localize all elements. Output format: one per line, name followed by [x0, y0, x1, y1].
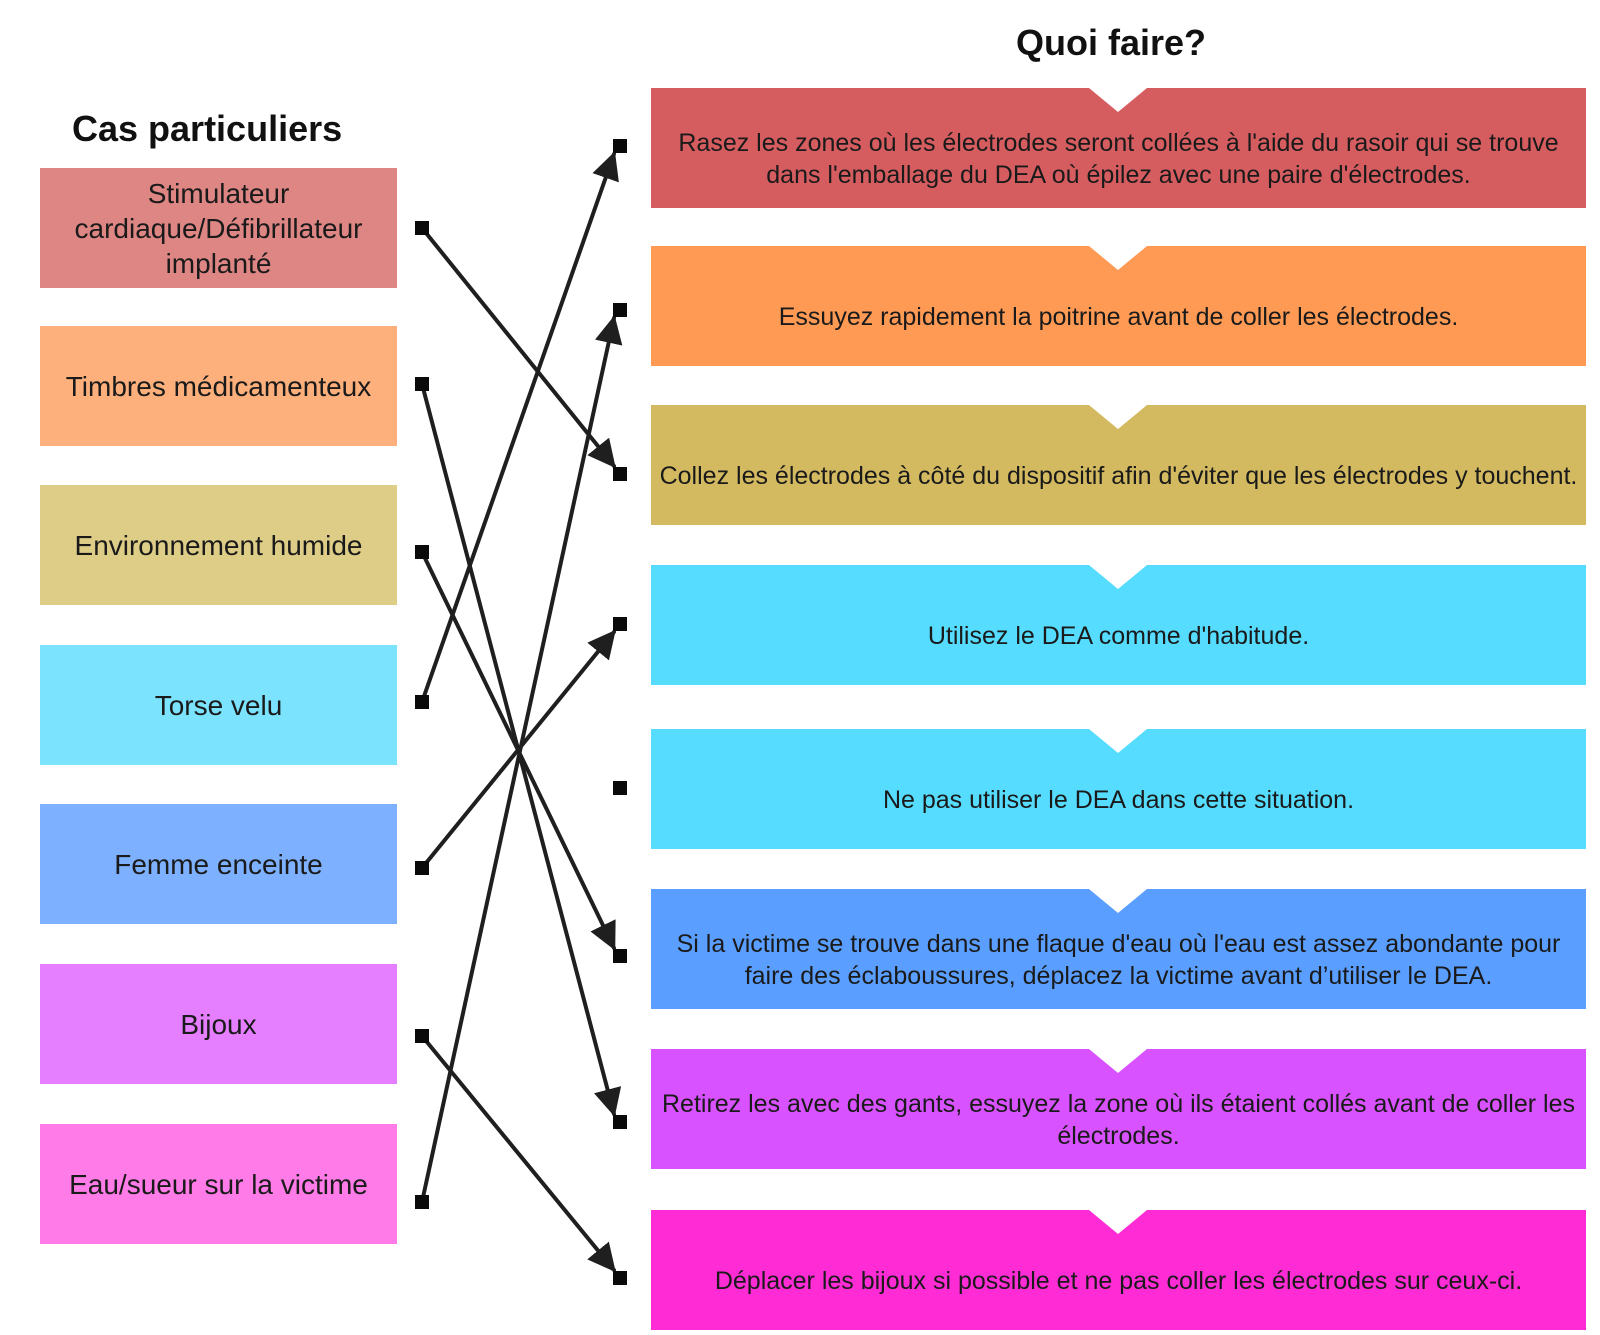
case-box-wet-environment[interactable]: Environnement humide [40, 485, 397, 605]
right-connection-point[interactable] [613, 1115, 627, 1129]
left-connection-point[interactable] [415, 545, 429, 559]
right-connection-point[interactable] [613, 467, 627, 481]
left-connection-point[interactable] [415, 377, 429, 391]
notch-shape [1089, 1210, 1147, 1234]
left-connection-point[interactable] [415, 1195, 429, 1209]
case-box-hairy-chest[interactable]: Torse velu [40, 645, 397, 765]
right-connection-point[interactable] [613, 303, 627, 317]
left-connection-point[interactable] [415, 221, 429, 235]
right-column-title: Quoi faire? [1016, 22, 1207, 63]
connector-lines [420, 151, 623, 1273]
connection-points [415, 139, 627, 1285]
case-label: Eau/sueur sur la victime [69, 1168, 368, 1200]
action-box-wipe-chest[interactable]: Essuyez rapidement la poitrine avant de … [651, 246, 1586, 366]
action-box-beside-device[interactable]: Collez les électrodes à côté du disposit… [651, 405, 1586, 525]
case-label: Torse velu [154, 689, 283, 721]
left-connection-point[interactable] [415, 1029, 429, 1043]
case-box-pregnant-woman[interactable]: Femme enceinte [40, 804, 397, 924]
case-box-pacemaker[interactable]: Stimulateur cardiaque/Défibrillateur imp… [40, 168, 397, 288]
notch-shape [1089, 88, 1147, 112]
case-label: Bijoux [180, 1008, 257, 1040]
action-label: Déplacer les bijoux si possible et ne pa… [714, 1267, 1523, 1295]
right-connection-point[interactable] [613, 781, 627, 795]
case-label: Femme enceinte [114, 848, 323, 880]
case-label: Environnement humide [74, 529, 363, 561]
right-connection-point[interactable] [613, 1271, 627, 1285]
notch-shape [1089, 729, 1147, 753]
case-label: Stimulateur cardiaque/Défibrillateur imp… [74, 177, 363, 279]
left-column-title: Cas particuliers [72, 108, 343, 149]
action-box-move-victim[interactable]: Si la victime se trouve dans une flaque … [651, 889, 1586, 1009]
right-connection-point[interactable] [613, 617, 627, 631]
action-box-use-as-usual[interactable]: Utilisez le DEA comme d'habitude. [651, 565, 1586, 685]
notch-shape [1089, 246, 1147, 270]
notch-shape [1089, 1049, 1147, 1073]
action-label: Ne pas utiliser le DEA dans cette situat… [882, 786, 1355, 814]
action-label: Rasez les zones où les électrodes seront… [678, 129, 1559, 189]
action-box-do-not-use[interactable]: Ne pas utiliser le DEA dans cette situat… [651, 729, 1586, 849]
action-box-remove-patches[interactable]: Retirez les avec des gants, essuyez la z… [651, 1049, 1586, 1169]
action-box-shave[interactable]: Rasez les zones où les électrodes seront… [651, 88, 1586, 208]
action-label: Essuyez rapidement la poitrine avant de … [778, 303, 1459, 331]
connector-arrow [420, 1034, 616, 1273]
left-connection-point[interactable] [415, 695, 429, 709]
action-label: Retirez les avec des gants, essuyez la z… [662, 1090, 1575, 1150]
notch-shape [1089, 405, 1147, 429]
action-label: Collez les électrodes à côté du disposit… [659, 462, 1578, 490]
case-box-jewelry[interactable]: Bijoux [40, 964, 397, 1084]
right-connection-point[interactable] [613, 139, 627, 153]
case-label: Timbres médicamenteux [65, 370, 372, 402]
connector-arrow [420, 151, 619, 704]
case-box-medication-patches[interactable]: Timbres médicamenteux [40, 326, 397, 446]
action-label: Si la victime se trouve dans une flaque … [676, 930, 1561, 990]
connector-arrow [420, 226, 616, 469]
connector-arrow [420, 315, 623, 1204]
notch-shape [1089, 889, 1147, 913]
notch-shape [1089, 565, 1147, 589]
action-label: Utilisez le DEA comme d'habitude. [927, 622, 1310, 650]
right-connection-point[interactable] [613, 949, 627, 963]
case-box-water-sweat[interactable]: Eau/sueur sur la victime [40, 1124, 397, 1244]
connector-arrow [420, 629, 616, 870]
left-connection-point[interactable] [415, 861, 429, 875]
action-box-move-jewelry[interactable]: Déplacer les bijoux si possible et ne pa… [651, 1210, 1586, 1330]
